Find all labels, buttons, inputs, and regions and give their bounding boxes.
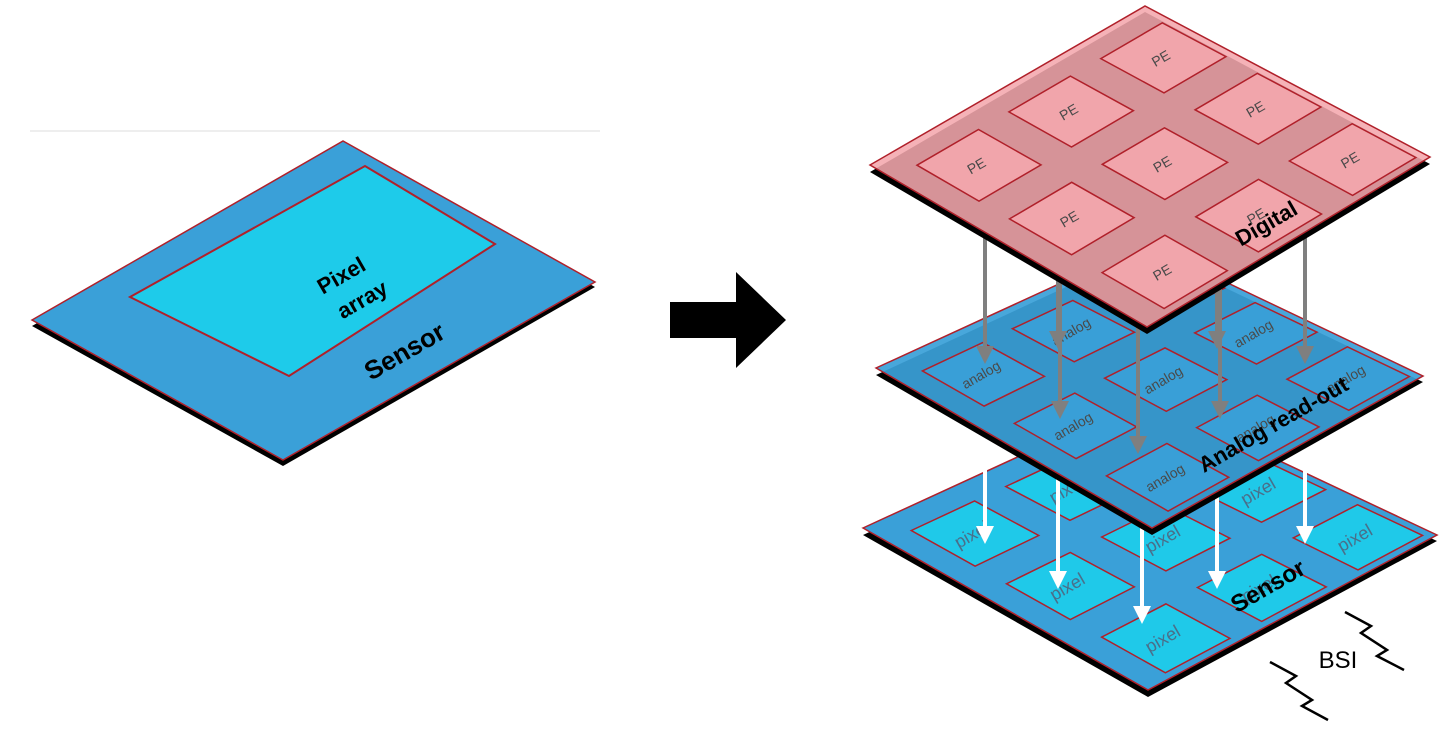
bsi-illumination: BSI	[1269, 610, 1405, 722]
analog-layer: analoganaloganaloganaloganaloganaloganal…	[874, 243, 1425, 535]
pe-cell	[1008, 181, 1136, 256]
pe-cell	[1194, 178, 1324, 253]
pe-cell	[1007, 75, 1135, 148]
lightning-bolt-icon	[1269, 660, 1329, 722]
pixel-cell	[1195, 553, 1328, 623]
analog-cell	[1285, 345, 1411, 412]
pe-cell	[1100, 234, 1229, 310]
analog-cell	[920, 341, 1047, 407]
pixel-cell	[909, 500, 1041, 568]
left-pixel-array	[127, 164, 497, 378]
pe-cell	[1287, 122, 1418, 197]
pe-cell	[915, 128, 1043, 202]
pixel-cell	[1291, 503, 1425, 571]
left-sensor-chip: Pixel array Sensor	[30, 140, 597, 466]
bsi-label: BSI	[1319, 647, 1358, 674]
sensor-cell-grid: pixelpixelpixelpixelpixelpixelpixelpixel…	[909, 412, 1425, 674]
sensor-layer: pixelpixelpixelpixelpixelpixelpixelpixel…	[861, 397, 1439, 697]
pe-cell	[1099, 21, 1228, 94]
pe-cell	[1100, 126, 1230, 201]
layer-stack: pixelpixelpixelpixelpixelpixelpixelpixel…	[861, 5, 1439, 722]
pe-cell	[1193, 72, 1323, 145]
right-arrow-icon	[670, 272, 786, 368]
analog-cell	[1104, 442, 1231, 512]
pixel-cell	[1004, 551, 1136, 621]
lightning-bolt-icon-2	[1344, 610, 1405, 672]
